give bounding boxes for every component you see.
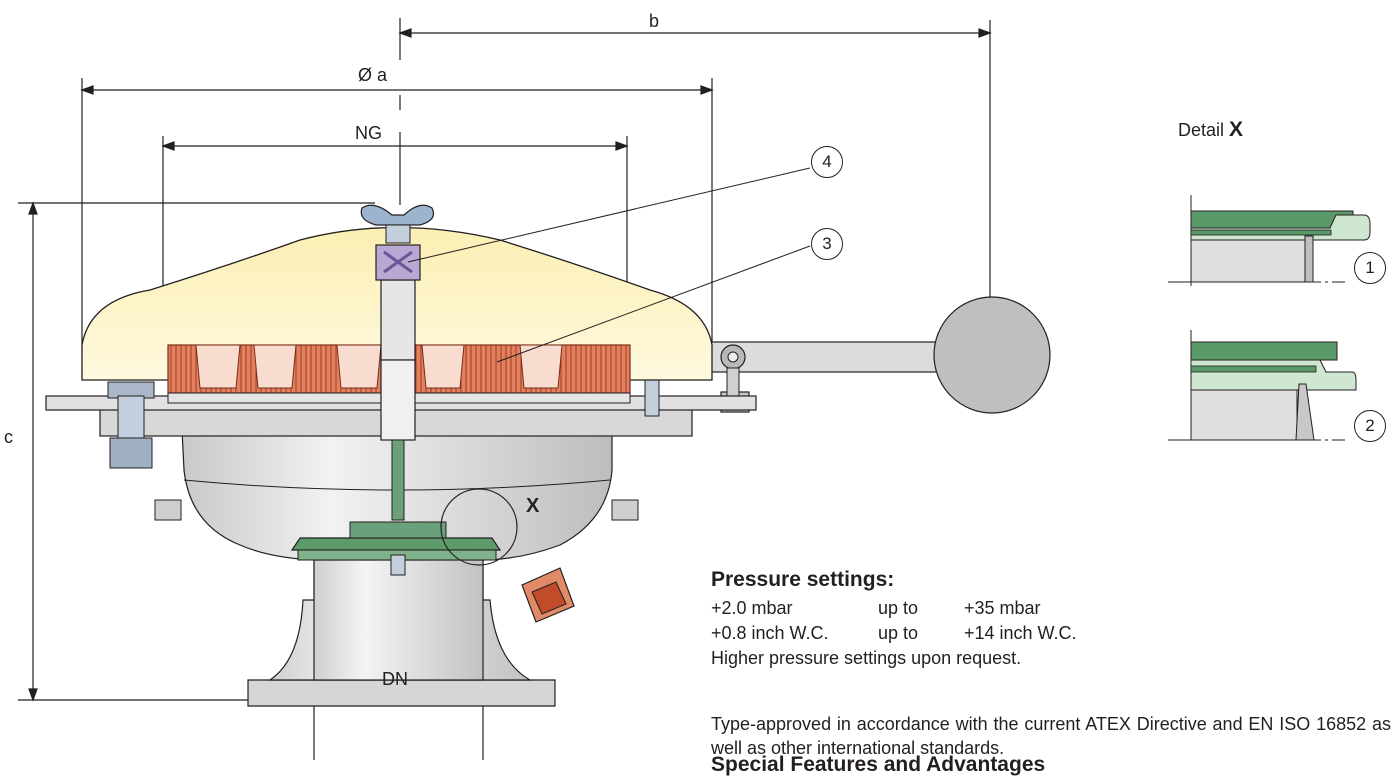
pressure-row-mid: up to bbox=[878, 623, 919, 643]
dimension-c-label: c bbox=[4, 427, 13, 447]
pressure-settings-note: Higher pressure settings upon request. bbox=[711, 648, 1022, 668]
pressure-row-from: +0.8 inch W.C. bbox=[711, 623, 829, 643]
callout-4: 4 bbox=[811, 146, 843, 178]
pressure-row: +0.8 inch W.C. up to +14 inch W.C. bbox=[711, 621, 1391, 646]
callout-leaders bbox=[407, 167, 811, 363]
pressure-row-mid: up to bbox=[878, 598, 919, 618]
dimension-diameter-a-label: Ø a bbox=[358, 65, 388, 85]
special-features-heading: Special Features and Advantages bbox=[711, 753, 1046, 776]
pressure-row: +2.0 mbar up to +35 mbar bbox=[711, 596, 1391, 621]
callout-1: 1 bbox=[1354, 252, 1386, 284]
detail-x-view-1 bbox=[1168, 195, 1371, 286]
pressure-settings-block: Pressure settings: +2.0 mbar up to +35 m… bbox=[711, 567, 1391, 671]
detail-x-view-2 bbox=[1168, 330, 1357, 441]
pallet-lever-arm bbox=[707, 296, 1051, 414]
pressure-row-to: +14 inch W.C. bbox=[964, 623, 1077, 643]
vent-valve-drawing bbox=[18, 18, 1371, 760]
dimension-b-label: b bbox=[649, 11, 660, 31]
detail-heading-letter: X bbox=[1229, 118, 1244, 141]
pressure-row-from: +2.0 mbar bbox=[711, 598, 793, 618]
dimension-ng-label: NG bbox=[355, 123, 382, 143]
wing-nut-and-spring bbox=[360, 204, 435, 281]
detail-x-circle bbox=[440, 488, 518, 566]
callout-2: 2 bbox=[1354, 410, 1386, 442]
pressure-spring-housing bbox=[521, 567, 575, 623]
detail-heading-prefix: Detail bbox=[1178, 120, 1225, 140]
dimension-dn-label: DN bbox=[382, 669, 408, 689]
pressure-row-to: +35 mbar bbox=[964, 598, 1041, 618]
bolt-assembly-left bbox=[107, 381, 155, 469]
approval-statement: Type-approved in accordance with the cur… bbox=[711, 714, 1391, 758]
callout-3: 3 bbox=[811, 228, 843, 260]
valve-stem-and-disc bbox=[290, 279, 502, 576]
pressure-settings-title: Pressure settings: bbox=[711, 568, 895, 591]
detail-x-marker: X bbox=[526, 495, 540, 517]
detail-heading: Detail X bbox=[1178, 118, 1243, 142]
